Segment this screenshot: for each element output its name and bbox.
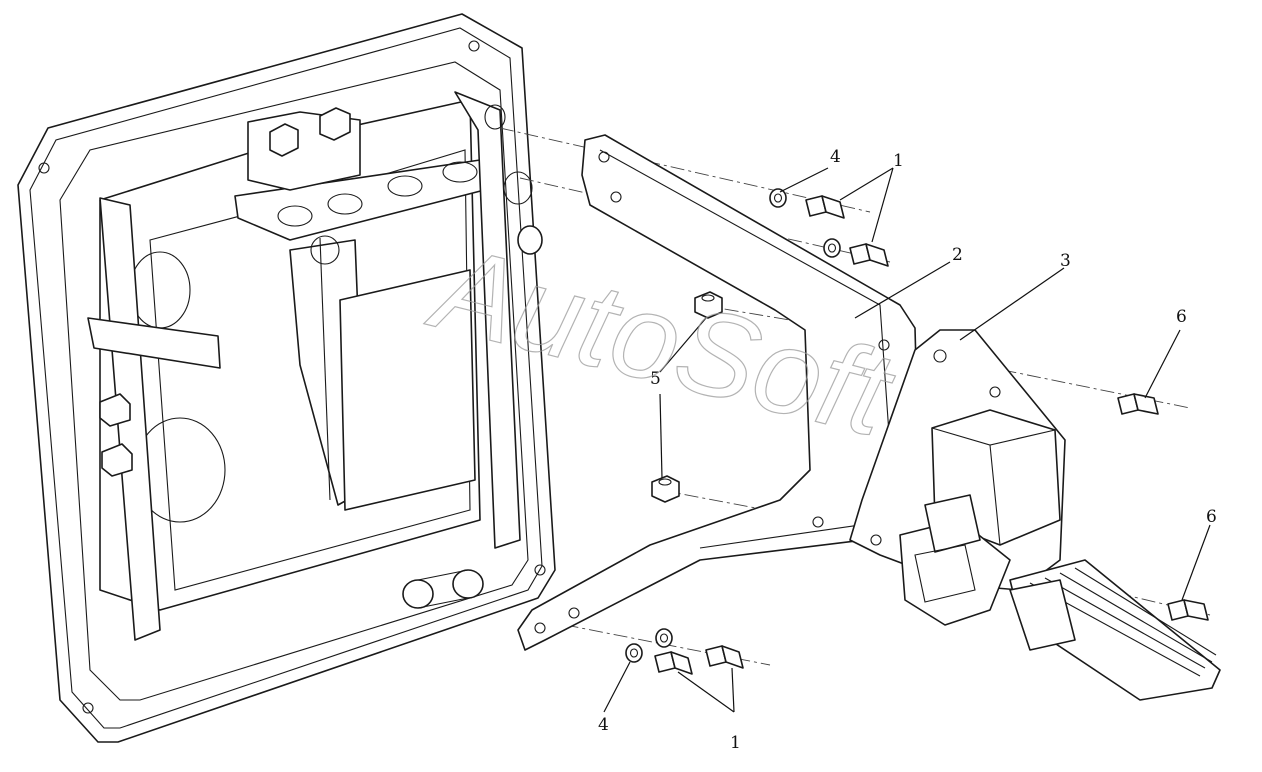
callout-4-top: 4 xyxy=(830,147,841,167)
mounting-bracket xyxy=(517,134,921,651)
callout-2: 2 xyxy=(952,245,963,265)
base-plate xyxy=(17,13,556,743)
pedal-connector xyxy=(899,494,1011,626)
callout-5: 5 xyxy=(650,369,661,389)
callout-6-bottom: 6 xyxy=(1206,507,1217,527)
callout-6-top: 6 xyxy=(1176,307,1187,327)
washer-top-b xyxy=(823,238,841,258)
pedal-pad xyxy=(1009,559,1221,701)
bolt-bottom-b xyxy=(705,645,744,669)
washer-bottom-b xyxy=(625,643,643,663)
callout-1-bottom: 1 xyxy=(730,733,741,753)
nut-lower xyxy=(651,475,680,503)
bushing-pair xyxy=(402,569,484,609)
housing-bolt-top-b xyxy=(319,107,351,141)
bolt-top-a xyxy=(805,195,845,219)
housing-bolt-left-upper xyxy=(99,393,131,427)
leader-lines xyxy=(603,167,1211,713)
washer-bottom-a xyxy=(655,628,673,648)
housing-bolt-left-lower xyxy=(101,443,133,477)
bolt-right-upper xyxy=(1117,393,1159,415)
nut-upper xyxy=(694,291,723,319)
washer-top-a xyxy=(769,188,787,208)
callout-1-top: 1 xyxy=(893,151,904,171)
housing-bolt-top-a xyxy=(269,123,299,157)
bolt-right-lower xyxy=(1167,599,1209,621)
bolt-bottom-a xyxy=(654,651,693,675)
callout-4-bottom: 4 xyxy=(598,715,609,735)
bolt-top-b xyxy=(849,243,889,267)
callout-3: 3 xyxy=(1060,251,1071,271)
